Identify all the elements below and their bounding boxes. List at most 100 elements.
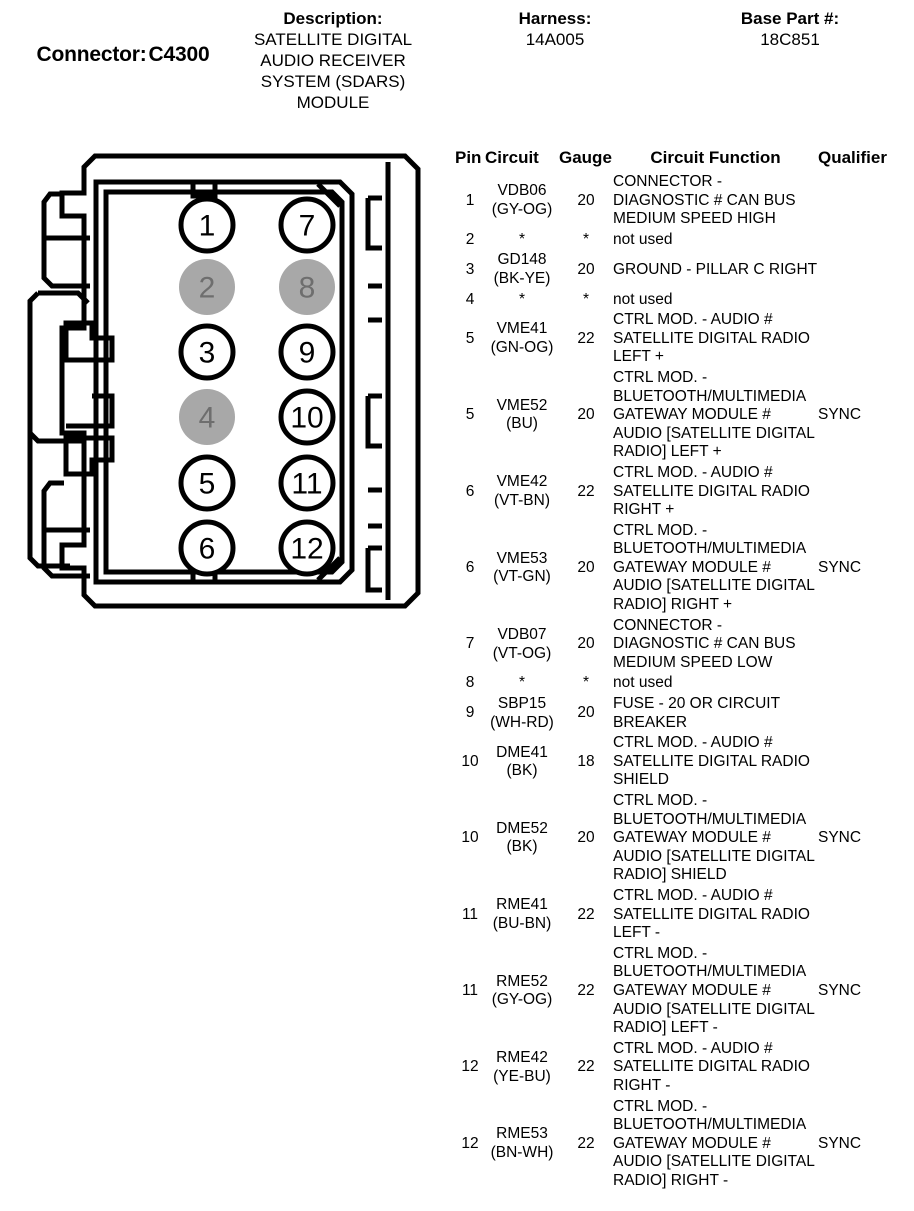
cell-circuit: *	[485, 673, 559, 694]
pin-circle-11	[278, 454, 336, 512]
connector-left-rib-upper	[63, 320, 115, 363]
circuit-color-code: (BK-YE)	[493, 269, 551, 287]
cell-circuit-function: CTRL MOD. - BLUETOOTH/MULTIMEDIA GATEWAY…	[613, 521, 815, 614]
cell-circuit-function: CTRL MOD. - BLUETOOTH/MULTIMEDIA GATEWAY…	[613, 1097, 815, 1189]
cell-qualifier	[818, 1039, 914, 1097]
connector-right-tab-1	[365, 198, 382, 251]
circuit-name: VME53	[496, 549, 548, 567]
cell-gauge: *	[582, 674, 590, 692]
pin-number-6: 6	[199, 533, 216, 566]
cell-circuit: VDB06(GY-OG)	[485, 172, 559, 230]
circuit-color-code: (VT-BN)	[494, 491, 550, 509]
circuit-name: GD148	[497, 251, 547, 269]
circuit-name: VME41	[496, 320, 548, 338]
cell-circuit: DME52(BK)	[485, 791, 559, 886]
harness-value: 14A005	[525, 30, 585, 49]
circuit-name: *	[518, 290, 526, 308]
cell-qualifier	[818, 172, 914, 230]
base-part-value: 18C851	[760, 30, 820, 49]
cell-circuit-function: not used	[613, 290, 673, 308]
cell-circuit-function: CTRL MOD. - AUDIO # SATELLITE DIGITAL RA…	[613, 734, 810, 789]
cell-circuit-function: FUSE - 20 OR CIRCUIT BREAKER	[613, 695, 780, 731]
cell-qualifier	[818, 250, 914, 289]
pin-number-5: 5	[199, 468, 216, 501]
pin-circle-2	[179, 259, 235, 315]
circuit-name: SBP15	[497, 695, 547, 713]
circuit-name: RME42	[496, 1049, 548, 1067]
cell-circuit-function: CTRL MOD. - AUDIO # SATELLITE DIGITAL RA…	[613, 1039, 810, 1094]
cell-qualifier	[818, 463, 914, 521]
cell-gauge: 22	[577, 981, 595, 999]
table-header-row: Pin Circuit Gauge Circuit Function Quali…	[455, 148, 914, 172]
connector-left-latch-outline	[38, 290, 90, 305]
pin-circle-1	[178, 196, 236, 254]
cell-gauge: 20	[577, 406, 595, 424]
column-header-gauge: Gauge	[559, 148, 612, 167]
cell-pin: 1	[465, 191, 475, 209]
cell-circuit-function: CONNECTOR - DIAGNOSTIC # CAN BUS MEDIUM …	[613, 616, 796, 671]
cell-qualifier	[818, 230, 914, 251]
pin-number-2: 2	[199, 272, 216, 305]
base-part-block: Base Part #: 18C851	[690, 8, 890, 50]
pin-number-4: 4	[199, 402, 216, 435]
cell-gauge: 20	[577, 260, 595, 278]
connector-cavity-corner-top	[316, 182, 342, 208]
connector-cavity-corner-bottom	[316, 556, 342, 582]
cell-circuit: RME41(BU-BN)	[485, 886, 559, 944]
cell-qualifier	[818, 616, 914, 674]
cell-pin: 8	[465, 674, 475, 692]
table-row: 8 * * not used	[455, 673, 914, 694]
pin-number-12: 12	[290, 533, 323, 566]
cell-gauge: 22	[577, 329, 595, 347]
pin-circle-3	[178, 323, 236, 381]
cell-gauge: 20	[577, 191, 595, 209]
circuit-color-code: (GN-OG)	[490, 339, 554, 357]
cell-pin: 9	[465, 704, 475, 722]
circuit-name: RME41	[496, 896, 548, 914]
column-header-qualifier: Qualifier	[818, 148, 887, 167]
pinout-table: Pin Circuit Gauge Circuit Function Quali…	[455, 148, 914, 1191]
connector-right-tab-4	[365, 396, 382, 449]
column-header-function: Circuit Function	[650, 148, 781, 167]
connector-title: Connector:C4300	[8, 43, 238, 67]
cell-qualifier: SYNC	[818, 406, 862, 424]
cell-circuit: VDB07(VT-OG)	[485, 616, 559, 674]
cell-pin: 7	[465, 635, 475, 653]
pin-circle-7	[278, 196, 336, 254]
cell-pin: 6	[465, 558, 475, 576]
connector-left-latch-arm-lower	[27, 433, 70, 569]
pin-number-7: 7	[299, 210, 316, 243]
connector-title-label: Connector:	[36, 43, 147, 66]
cell-circuit-function: not used	[613, 674, 673, 692]
cell-pin: 10	[461, 829, 479, 847]
circuit-color-code: (BU-BN)	[492, 914, 552, 932]
cell-circuit: VME52(BU)	[485, 368, 559, 463]
circuit-name: VME42	[496, 473, 548, 491]
cell-circuit-function: CTRL MOD. - AUDIO # SATELLITE DIGITAL RA…	[613, 886, 810, 942]
cell-pin: 5	[465, 329, 475, 347]
pin-number-8: 8	[299, 272, 316, 305]
connector-cavity-outer	[93, 179, 355, 585]
circuit-color-code: (BU)	[506, 415, 538, 433]
cell-circuit: RME42(YE-BU)	[485, 1039, 559, 1097]
circuit-name: *	[518, 230, 526, 248]
description-block: Description: SATELLITE DIGITAL AUDIO REC…	[238, 8, 428, 113]
cell-pin: 3	[465, 260, 475, 278]
base-part-label: Base Part #:	[740, 9, 840, 28]
circuit-color-code: (GY-OG)	[491, 200, 553, 218]
pin-number-11: 11	[291, 468, 322, 501]
cell-circuit: SBP15(WH-RD)	[485, 694, 559, 733]
circuit-color-code: (BN-WH)	[490, 1143, 554, 1161]
cell-circuit-function: not used	[613, 230, 673, 248]
pin-circle-10	[278, 388, 336, 446]
cell-gauge: 20	[577, 829, 595, 847]
pin-number-1: 1	[199, 210, 216, 243]
pin-number-10: 10	[290, 402, 323, 435]
